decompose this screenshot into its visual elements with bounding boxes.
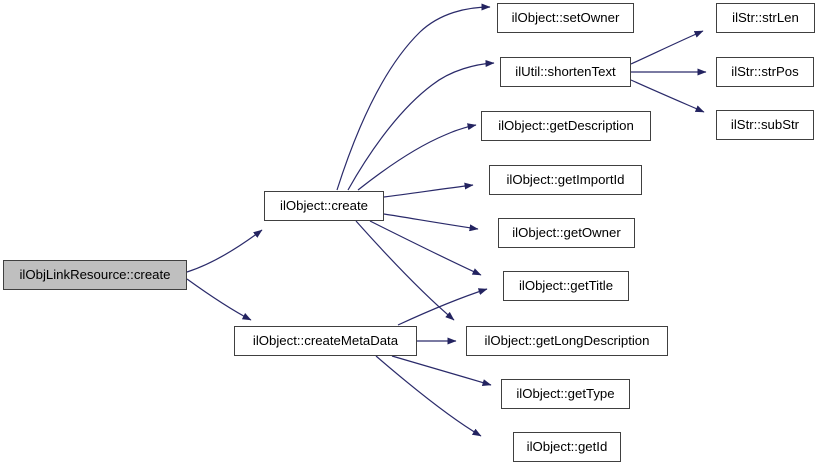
edge-create-to-setOwner <box>336 3 491 191</box>
edge-createMetaData-to-getId <box>375 355 482 437</box>
graph-node-label: ilObject::getTitle <box>518 278 614 294</box>
graph-node-getLongDescription[interactable]: ilObject::getLongDescription <box>466 326 668 356</box>
graph-node-getDescription[interactable]: ilObject::getDescription <box>481 111 651 141</box>
edge-create-to-getDescription <box>357 123 477 191</box>
graph-node-setOwner[interactable]: ilObject::setOwner <box>497 3 634 33</box>
graph-node-createMetaData[interactable]: ilObject::createMetaData <box>234 326 417 356</box>
graph-node-strLen[interactable]: ilStr::strLen <box>716 3 815 33</box>
edge-root-to-createMetaData <box>186 278 252 321</box>
graph-node-getImportId[interactable]: ilObject::getImportId <box>489 165 642 195</box>
graph-node-label: ilObject::getId <box>526 439 608 455</box>
graph-node-subStr[interactable]: ilStr::subStr <box>716 110 814 140</box>
graph-node-strPos[interactable]: ilStr::strPos <box>716 57 814 87</box>
graph-node-root[interactable]: ilObjLinkResource::create <box>3 260 187 290</box>
graph-node-label: ilObject::create <box>280 198 368 214</box>
graph-node-label: ilObjLinkResource::create <box>19 267 171 283</box>
graph-node-label: ilObject::getType <box>516 386 615 402</box>
graph-node-shortenText[interactable]: ilUtil::shortenText <box>500 57 631 87</box>
graph-node-create[interactable]: ilObject::create <box>264 191 384 221</box>
graph-node-label: ilStr::subStr <box>730 117 800 133</box>
edges-group <box>186 3 707 437</box>
edge-create-to-getImportId <box>383 182 474 198</box>
graph-node-label: ilObject::getImportId <box>506 172 625 188</box>
graph-node-getTitle[interactable]: ilObject::getTitle <box>503 271 629 301</box>
edge-create-to-getTitle <box>369 220 482 276</box>
graph-node-label: ilObject::getOwner <box>512 225 621 241</box>
edge-create-to-getLongDescription <box>355 220 455 321</box>
graph-node-getType[interactable]: ilObject::getType <box>501 379 630 409</box>
edge-root-to-create <box>186 229 263 273</box>
edge-create-to-shortenText <box>347 59 495 191</box>
edge-shortenText-to-strLen <box>630 30 704 65</box>
graph-node-label: ilStr::strLen <box>732 10 799 26</box>
edge-createMetaData-to-getType <box>391 355 492 386</box>
edge-shortenText-to-subStr <box>630 79 705 113</box>
graph-node-getId[interactable]: ilObject::getId <box>513 432 621 462</box>
graph-node-label: ilObject::createMetaData <box>252 333 399 349</box>
graph-node-label: ilUtil::shortenText <box>515 64 616 80</box>
edge-create-to-getOwner <box>383 213 479 232</box>
graph-node-label: ilObject::getLongDescription <box>484 333 650 349</box>
graph-node-label: ilObject::getDescription <box>498 118 634 134</box>
graph-node-label: ilObject::setOwner <box>511 10 620 26</box>
graph-node-getOwner[interactable]: ilObject::getOwner <box>498 218 635 248</box>
graph-node-label: ilStr::strPos <box>731 64 799 80</box>
edge-createMetaData-to-getTitle <box>397 288 488 326</box>
